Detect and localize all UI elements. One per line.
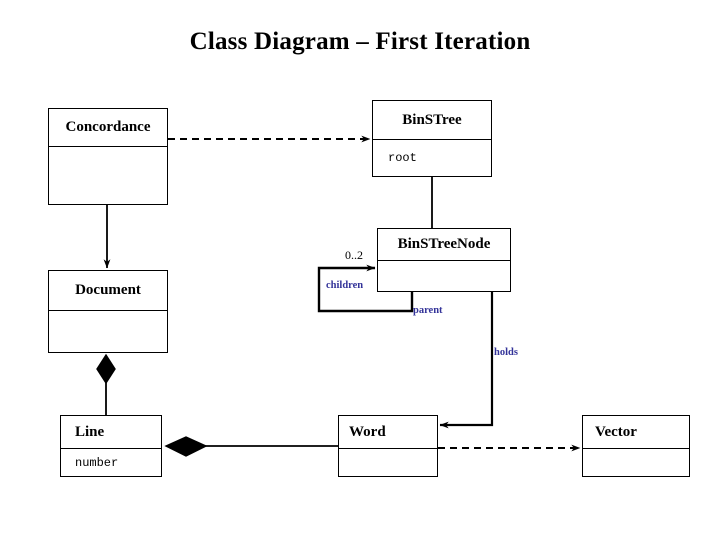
class-name-line: Line [61, 416, 161, 449]
class-box-concordance[interactable]: Concordance [48, 108, 168, 205]
class-attr-line-number: number [75, 455, 119, 470]
filled-diamond-line [164, 436, 208, 457]
class-attrs-vector [583, 449, 689, 476]
class-attrs-word [339, 449, 437, 476]
role-label-parent: parent [413, 305, 443, 316]
class-name-document: Document [49, 271, 167, 311]
class-attr-binstree-root: root [388, 151, 417, 165]
class-box-vector[interactable]: Vector [582, 415, 690, 477]
connection-binstreenode-self-loop [317, 264, 414, 313]
connection-document-to-line [96, 353, 116, 415]
class-attrs-document [49, 311, 167, 352]
class-name-concordance: Concordance [49, 109, 167, 147]
class-name-word: Word [339, 416, 437, 449]
role-label-holds: holds [494, 347, 518, 358]
role-label-children: children [326, 280, 364, 291]
filled-diamond-document [96, 353, 116, 385]
class-name-binstree: BinSTree [373, 101, 491, 140]
class-box-word[interactable]: Word [338, 415, 438, 477]
class-box-binstreenode[interactable]: BinSTreeNode [377, 228, 511, 292]
class-box-binstree[interactable]: BinSTree root [372, 100, 492, 177]
class-box-line[interactable]: Line number [60, 415, 162, 477]
class-name-binstreenode: BinSTreeNode [378, 229, 510, 261]
connection-line-to-word [164, 436, 338, 457]
page-title: Class Diagram – First Iteration [189, 28, 531, 55]
class-box-document[interactable]: Document [48, 270, 168, 353]
multiplicity-children: 0..2 [345, 248, 363, 262]
class-name-vector: Vector [583, 416, 689, 449]
class-attrs-binstreenode [378, 261, 510, 291]
connection-binstreenode-to-word [439, 292, 494, 429]
class-attrs-concordance [49, 147, 167, 204]
